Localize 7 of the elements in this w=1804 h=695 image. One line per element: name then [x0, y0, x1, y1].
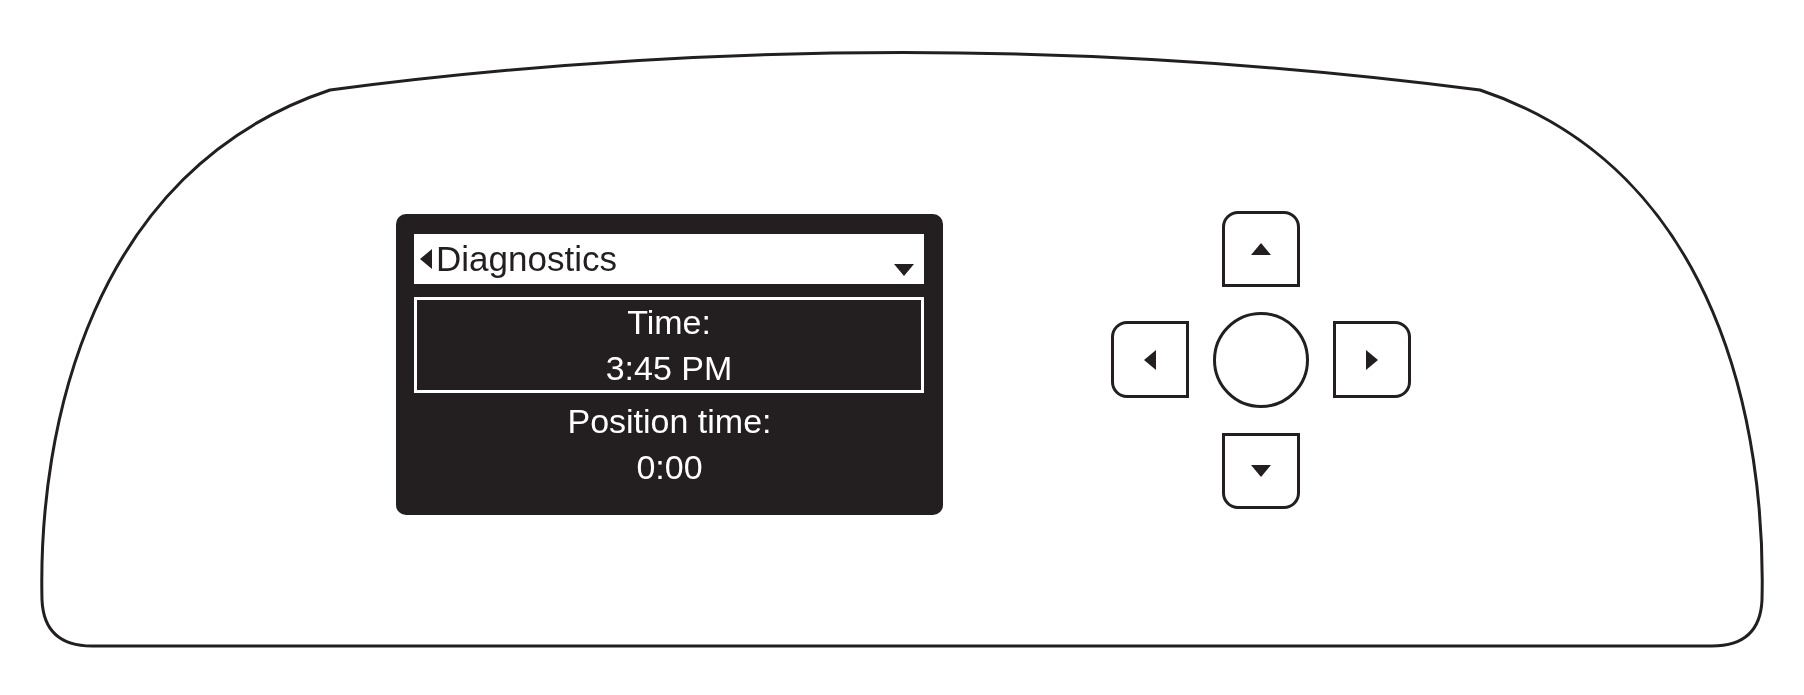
item-value: 0:00 [635, 447, 704, 488]
item-value: 3:45 PM [605, 348, 733, 389]
menu-title: Diagnostics [436, 239, 617, 279]
item-label: Time: [627, 302, 711, 343]
item-label: Position time: [566, 401, 773, 442]
menu-header-bar [414, 234, 924, 284]
selected-menu-item [414, 297, 924, 393]
